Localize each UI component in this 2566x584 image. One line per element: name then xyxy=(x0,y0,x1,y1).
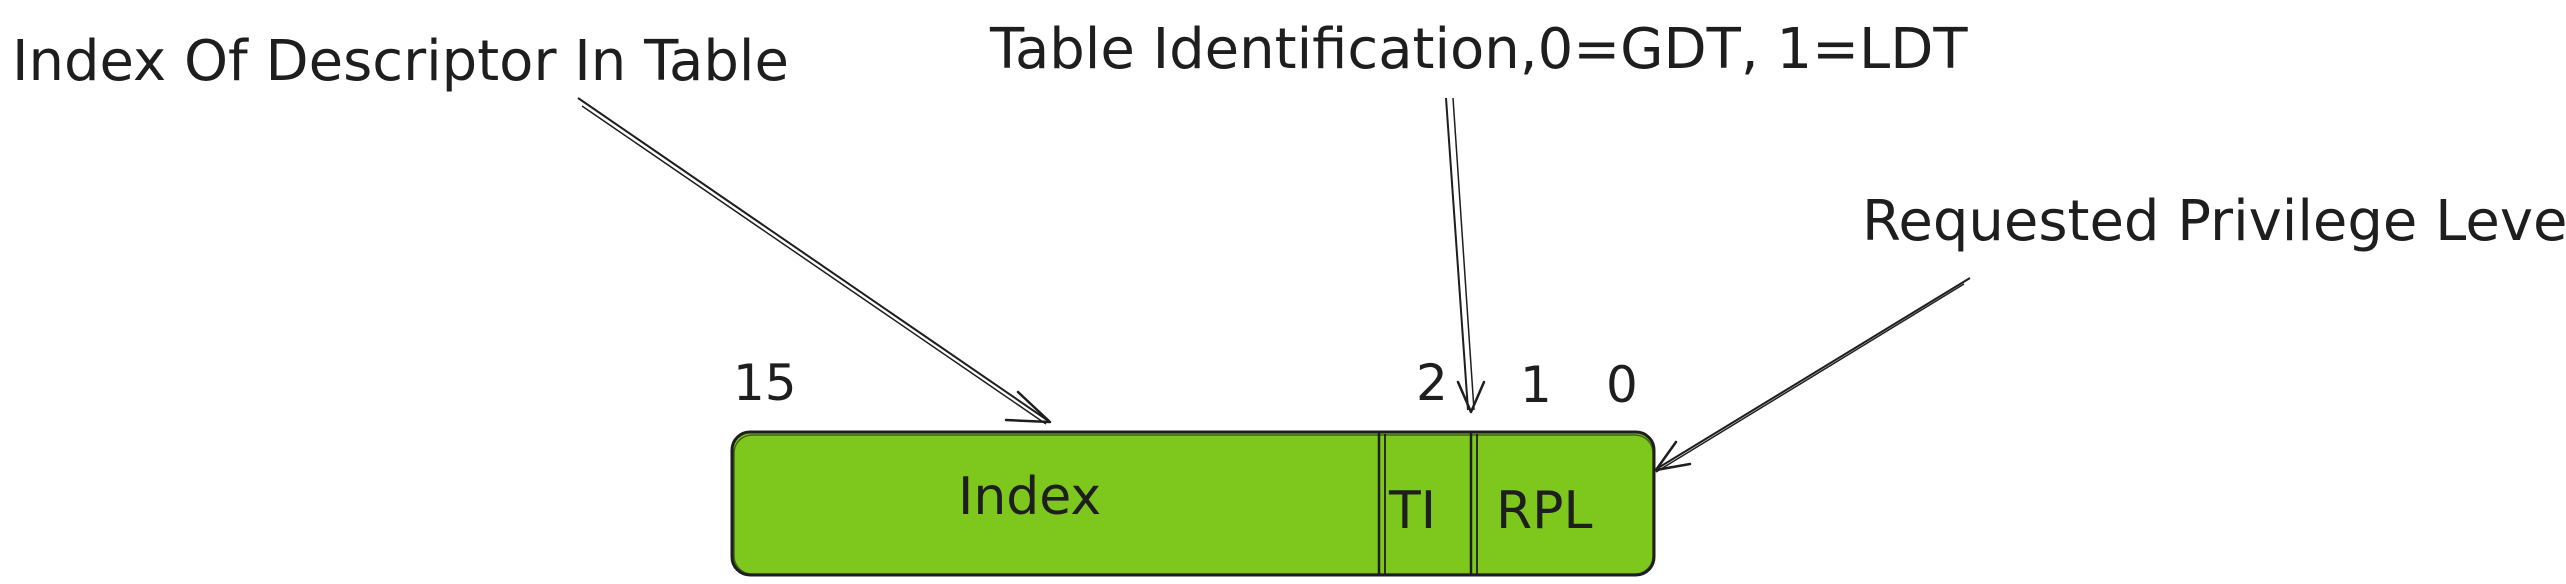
index-field-label: Index xyxy=(958,467,1101,527)
index-descriptor-callout: Index Of Descriptor In Table xyxy=(12,29,789,94)
selector-box xyxy=(730,430,1656,577)
index-arrow xyxy=(577,97,1052,425)
rpl-arrow xyxy=(1654,277,1971,473)
bit-0-label: 0 xyxy=(1606,356,1638,414)
selector-register: Index TI RPL xyxy=(730,430,1656,577)
ti-field-label: TI xyxy=(1388,481,1436,541)
rpl-field-label: RPL xyxy=(1496,481,1592,541)
ti-arrow xyxy=(1445,97,1486,414)
table-identification-callout: Table Identification,0=GDT, 1=LDT xyxy=(989,17,1968,82)
bit-1-label: 1 xyxy=(1520,356,1552,414)
requested-privilege-level-callout: Requested Privilege Level xyxy=(1862,189,2566,254)
bit-2-label: 2 xyxy=(1416,354,1448,412)
bit-15-label: 15 xyxy=(733,354,797,412)
